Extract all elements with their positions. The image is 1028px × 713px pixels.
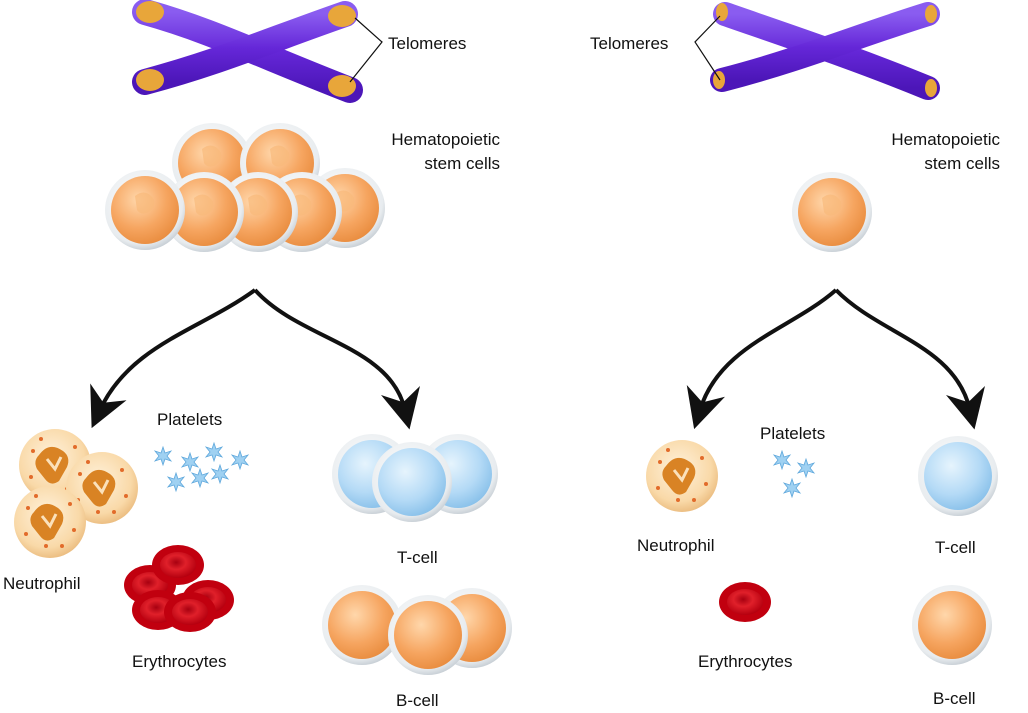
right-telomeres-label: Telomeres xyxy=(590,34,669,53)
left-tcells xyxy=(332,434,498,522)
left-erythrocytes-label: Erythrocytes xyxy=(132,652,227,671)
right-stem-cell xyxy=(792,172,872,252)
telomere-cap xyxy=(925,5,937,23)
left-chromosome xyxy=(132,0,363,103)
left-telomere-pointer xyxy=(349,17,383,83)
right-differentiation-arrows xyxy=(686,288,985,430)
left-neutrophils xyxy=(12,427,140,560)
left-platelets xyxy=(154,442,249,492)
right-platelets xyxy=(773,450,815,498)
telomere-cap xyxy=(925,79,937,97)
right-tcell xyxy=(918,436,998,516)
right-chromosome xyxy=(710,2,940,100)
left-stem-cells-label-line1: Hematopoietic xyxy=(391,130,500,149)
left-tcell-label: T-cell xyxy=(397,548,438,567)
right-telomere-pointer xyxy=(694,15,721,81)
left-differentiation-arrows xyxy=(90,288,420,430)
telomere-cap xyxy=(328,75,356,97)
telomere-cap xyxy=(136,1,164,23)
left-neutrophil-label: Neutrophil xyxy=(3,574,81,593)
telomere-cap xyxy=(328,5,356,27)
right-platelets-label: Platelets xyxy=(760,424,826,443)
left-bcell-label: B-cell xyxy=(396,691,439,710)
left-erythrocytes xyxy=(124,545,234,632)
right-tcell-label: T-cell xyxy=(935,538,976,557)
right-erythrocytes-label: Erythrocytes xyxy=(698,652,793,671)
telomere-cap xyxy=(713,71,725,89)
right-bcell-label: B-cell xyxy=(933,689,976,708)
telomere-cap xyxy=(136,69,164,91)
right-stem-cells-label-line1: Hematopoietic xyxy=(891,130,1000,149)
left-telomeres-label: Telomeres xyxy=(388,34,467,53)
right-neutrophil xyxy=(644,438,720,514)
right-neutrophil-label: Neutrophil xyxy=(637,536,715,555)
left-platelets-label: Platelets xyxy=(157,410,223,429)
right-erythrocyte xyxy=(719,582,771,622)
left-stem-cell-cluster xyxy=(105,123,385,252)
right-bcell xyxy=(912,585,992,665)
left-bcells xyxy=(322,585,512,675)
left-stem-cells-label-line2: stem cells xyxy=(424,154,500,173)
right-stem-cells-label-line2: stem cells xyxy=(924,154,1000,173)
